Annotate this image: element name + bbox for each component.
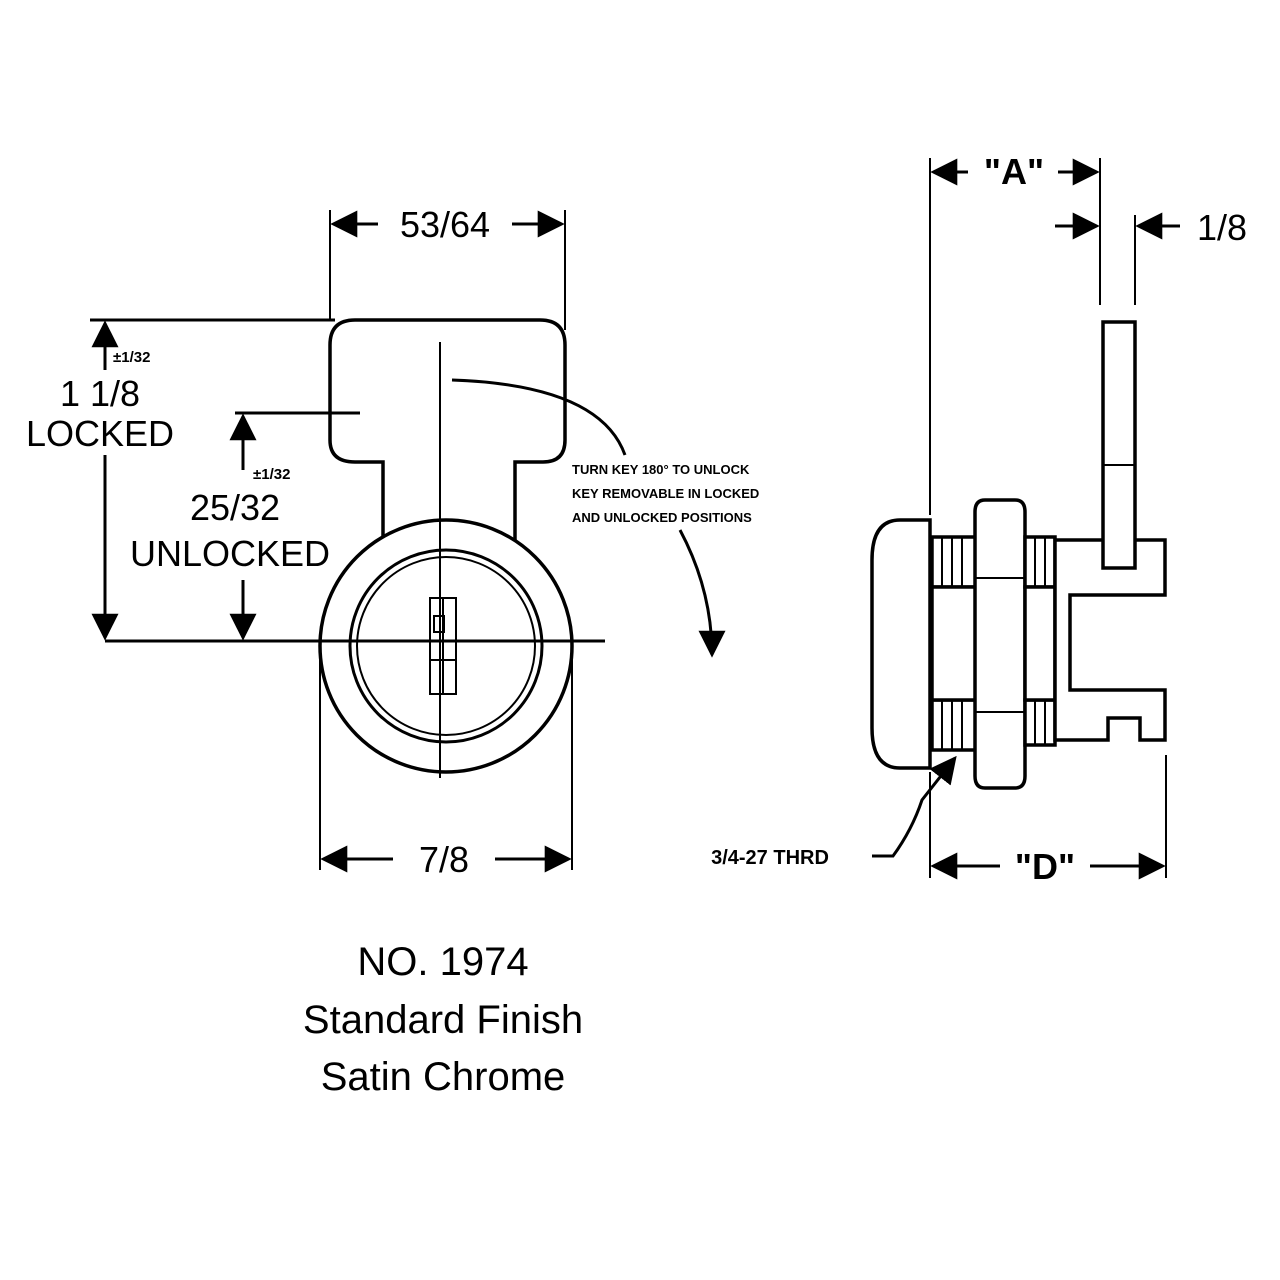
side-view: "A" 1/8 "D" 3/4-27 THRD [711,151,1247,887]
dim-53-64-text: 53/64 [400,204,490,245]
lock-cap [870,518,932,770]
tolerance-locked: ±1/32 [113,349,150,366]
note-line-2: KEY REMOVABLE IN LOCKED [572,486,759,501]
dim-locked-value: 1 1/8 [60,373,140,414]
lock-face-inner [348,548,544,744]
dim-1-8-text: 1/8 [1197,207,1247,248]
rear-thread [1023,535,1057,747]
tolerance-unlocked: ±1/32 [253,466,290,483]
dim-unlocked: ±1/32 25/32 UNLOCKED [130,411,360,641]
thread-label: 3/4-27 THRD [711,847,829,869]
thread-callout: 3/4-27 THRD [711,755,957,869]
dim-locked: ±1/32 1 1/8 LOCKED [26,318,335,641]
dim-a-text: "A" [984,151,1044,192]
note-line-1: TURN KEY 180° TO UNLOCK [572,462,750,477]
mounting-nut [973,498,1027,790]
dim-53-64: 53/64 [329,204,566,330]
dim-1-8: 1/8 [1055,207,1247,305]
cam-side [1101,320,1137,570]
dim-7-8-text: 7/8 [419,839,469,880]
dim-d: "D" [929,755,1167,887]
label-locked: LOCKED [26,413,174,454]
rotation-arrow-tail [678,529,726,658]
dim-unlocked-value: 25/32 [190,487,280,528]
threaded-body [930,535,979,752]
note-line-3: AND UNLOCKED POSITIONS [572,510,752,525]
caption: NO. 1974 Standard Finish Satin Chrome [303,940,583,1099]
front-view: 53/64 ±1/32 1 1/8 LOCKED ±1/32 25/32 UNL… [26,204,759,880]
rotation-arrow [451,378,627,456]
finish-line-2: Satin Chrome [321,1055,566,1099]
finish-line-1: Standard Finish [303,998,583,1042]
rotation-note: TURN KEY 180° TO UNLOCK KEY REMOVABLE IN… [572,462,759,525]
dim-7-8: 7/8 [319,650,573,880]
label-unlocked: UNLOCKED [130,533,330,574]
keyway [429,597,457,695]
dim-d-text: "D" [1015,846,1075,887]
cylinder-plug [1053,538,1167,742]
lock-face-ring [356,556,536,736]
model-number: NO. 1974 [357,940,528,984]
dim-a: "A" [929,151,1101,515]
